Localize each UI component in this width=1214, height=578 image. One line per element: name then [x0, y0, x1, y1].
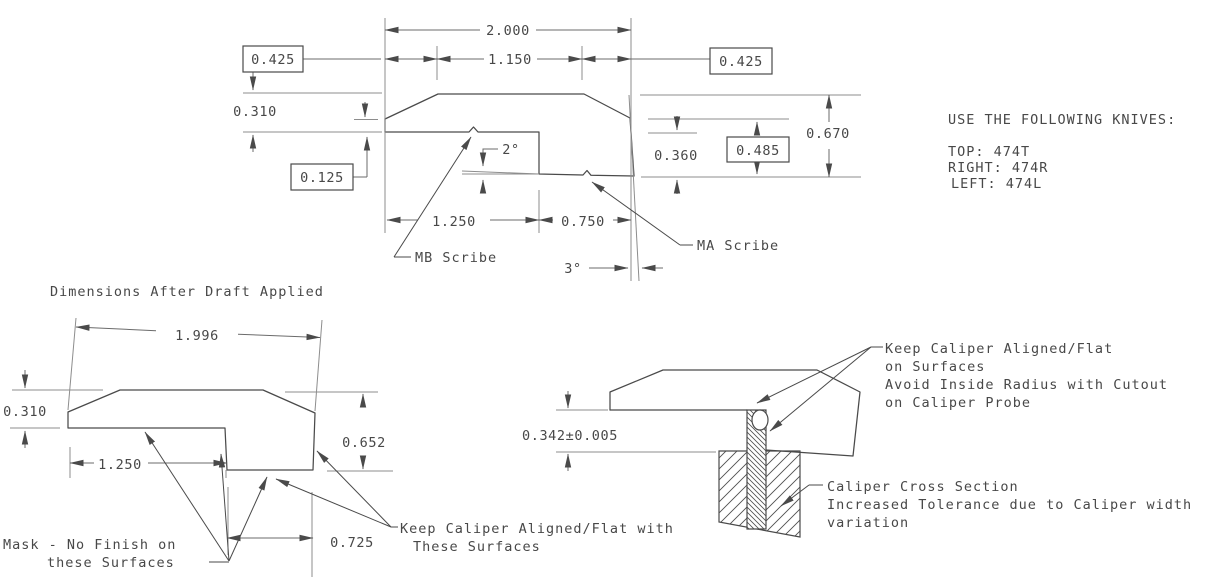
note-cross-section-line3: variation — [827, 515, 909, 531]
note-cross-section-line2: Increased Tolerance due to Caliper width — [827, 497, 1192, 513]
note-align-line3: Avoid Inside Radius with Cutout — [885, 377, 1168, 393]
note-caliper-flat-line1: Keep Caliper Aligned/Flat with — [400, 521, 674, 537]
dim-top-width: 1.150 — [488, 52, 532, 68]
caliper-probe — [746, 409, 767, 530]
boxed-dim-left-0425 — [242, 45, 304, 73]
dim-left-thickness: 0.310 — [233, 104, 277, 120]
boxed-dim-0125 — [290, 163, 354, 191]
dim-draft-total-width: 1.996 — [175, 328, 219, 344]
dim-draft-angle: 3° — [564, 261, 581, 277]
caliper-measurement-view: 0.342±0.005 Keep Caliper Aligned/Flat on… — [522, 341, 1192, 538]
dim-left-edge-height: 0.125 — [300, 170, 344, 186]
note-mask-line1: Mask - No Finish on — [3, 537, 176, 553]
draft-view-part-outline — [67, 389, 316, 471]
knives-note-top: TOP: 474T — [948, 144, 1030, 160]
note-mask-line2: these Surfaces — [47, 555, 175, 571]
dim-right-offset: 0.425 — [719, 54, 763, 70]
top-section-view: 2.000 1.150 0.425 0.425 0.310 0.125 2° 0… — [233, 18, 861, 282]
knives-note-right: RIGHT: 474R — [948, 160, 1048, 176]
draft-dimensions-view: Dimensions After Draft Applied — [3, 284, 674, 577]
dim-mid-depth: 0.485 — [736, 143, 780, 159]
note-align-line4: on Caliper Probe — [885, 395, 1031, 411]
top-view-part-outline — [384, 93, 635, 177]
dim-draft-left-thickness: 0.310 — [3, 404, 47, 420]
note-cross-section-line1: Caliper Cross Section — [827, 479, 1019, 495]
dim-draft-bottom-width: 0.725 — [330, 535, 374, 551]
caliper-view-part-outline — [609, 369, 861, 457]
dim-left-offset: 0.425 — [251, 52, 295, 68]
dim-caliper-step-height: 0.342±0.005 — [522, 428, 618, 444]
draft-view-title: Dimensions After Draft Applied — [50, 284, 324, 300]
draft-view-leaders — [144, 431, 398, 563]
boxed-dim-right-0425 — [709, 47, 773, 75]
caliper-view-extension-lines — [556, 409, 716, 453]
note-caliper-flat-line2: These Surfaces — [413, 539, 541, 555]
dim-total-width: 2.000 — [486, 23, 530, 39]
caliper-probe-cutout — [751, 409, 769, 431]
dim-step-depth: 0.360 — [654, 148, 698, 164]
label-ma-scribe: MA Scribe — [697, 238, 779, 254]
knives-note-title: USE THE FOLLOWING KNIVES: — [948, 112, 1176, 128]
dim-draft-bottom-left-width: 1.250 — [98, 457, 142, 473]
dim-draft-right-height: 0.652 — [342, 435, 386, 451]
draft-view-extension-lines — [10, 317, 393, 577]
boxed-dim-0485 — [726, 136, 790, 163]
dim-bottom-left-width: 1.250 — [432, 214, 476, 230]
note-align-line2: on Surfaces — [885, 359, 985, 375]
knives-note: USE THE FOLLOWING KNIVES: TOP: 474T RIGH… — [948, 112, 1176, 192]
top-view-leaders — [393, 136, 693, 258]
dim-bottom-right-width: 0.750 — [561, 214, 605, 230]
knives-note-left: LEFT: 474L — [951, 176, 1042, 192]
note-align-line1: Keep Caliper Aligned/Flat — [885, 341, 1113, 357]
label-mb-scribe: MB Scribe — [415, 250, 497, 266]
dim-under-angle: 2° — [502, 142, 519, 158]
dim-total-height: 0.670 — [806, 126, 850, 142]
caliper-view-leaders — [756, 346, 883, 507]
top-view-dimension-lines — [249, 26, 833, 272]
draft-view-dimension-lines — [21, 324, 367, 542]
